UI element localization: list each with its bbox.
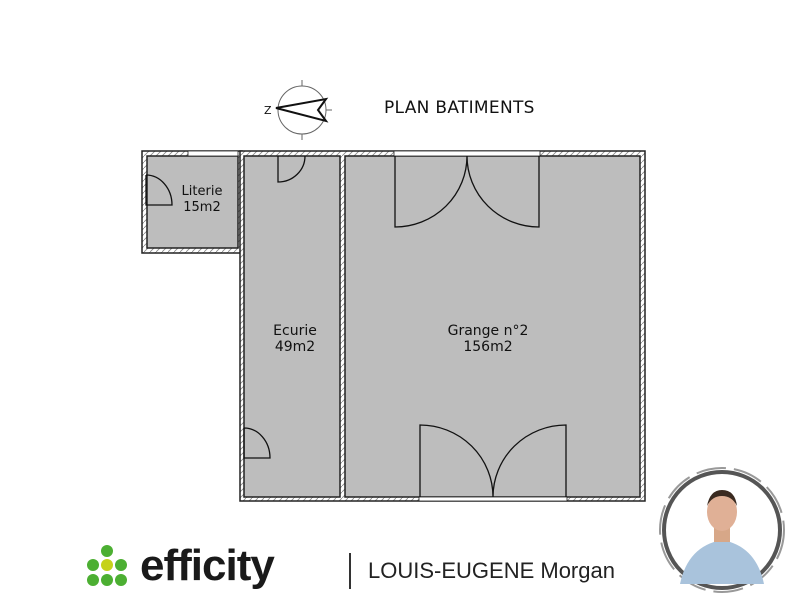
room-ecurie [243, 155, 341, 498]
room-name: Literie [181, 184, 223, 199]
door-ecurie-bottom [243, 427, 271, 459]
room-label-ecurie: Ecurie 49m2 [255, 323, 335, 355]
room-name: Grange n°2 [447, 323, 529, 339]
room-grange [344, 155, 641, 498]
door-grange-bottom [419, 424, 567, 498]
agent-avatar [659, 467, 785, 593]
compass-letter: Z [264, 104, 272, 117]
room-name: Ecurie [273, 323, 317, 339]
divider [349, 553, 351, 589]
page-title: PLAN BATIMENTS [384, 98, 535, 118]
door-grange-top [394, 155, 540, 228]
room-area: 156m2 [463, 339, 513, 355]
door-ecurie-top [277, 155, 306, 183]
efficity-logo-icon [87, 545, 127, 586]
brand-name: efficity [140, 541, 275, 590]
compass-icon: Z [264, 80, 332, 140]
agent-name: LOUIS-EUGENE Morgan [368, 558, 615, 583]
room-label-literie: Literie 15m2 [170, 184, 234, 216]
room-area: 15m2 [183, 200, 221, 215]
room-literie [146, 155, 239, 249]
room-label-grange: Grange n°2 156m2 [428, 323, 548, 355]
room-area: 49m2 [274, 339, 316, 355]
door-literie [145, 174, 173, 206]
